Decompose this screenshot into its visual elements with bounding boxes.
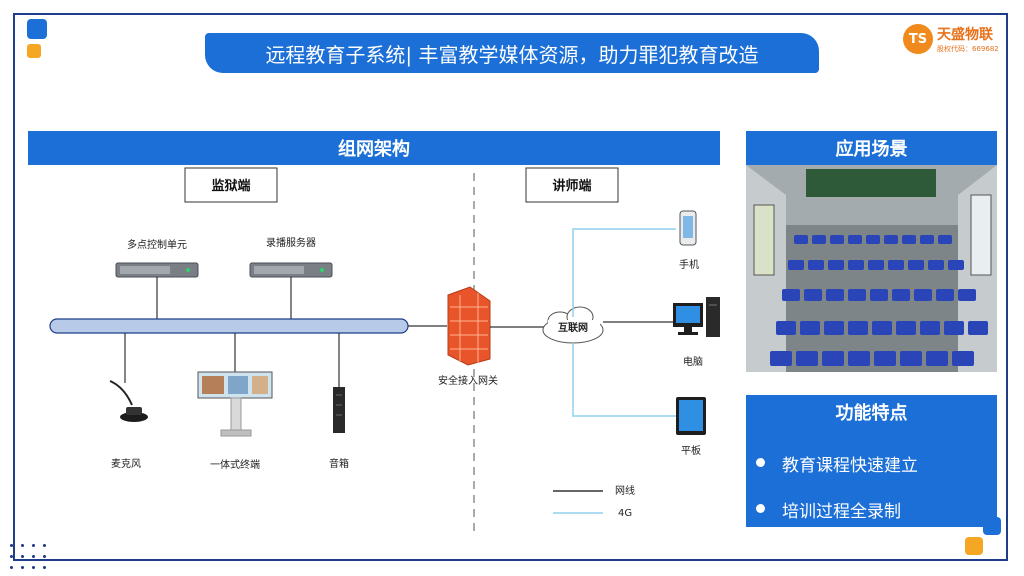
feature-item: 教育课程快速建立: [782, 456, 918, 476]
recorder-server-icon: [249, 262, 333, 278]
corner-decoration: [965, 537, 983, 555]
slide-frame: [13, 13, 1008, 561]
mcu-server-icon: [115, 262, 199, 278]
section-header-features: 功能特点: [746, 395, 997, 429]
features-list: 教育课程快速建立 培训过程全录制: [746, 428, 997, 527]
microphone-label: 麦克风: [111, 458, 141, 470]
network-diagram: 监狱端 讲师端 多点控制单元 录播服务器 麦克风 一体式终端: [49, 167, 720, 537]
classroom-photo: [746, 165, 997, 372]
phone-icon: [679, 210, 697, 246]
dot-pattern-decoration: [6, 540, 52, 574]
tablet-icon: [676, 397, 706, 435]
logo-mark-icon: TS: [903, 24, 933, 54]
section-header-network: 组网架构: [28, 131, 720, 165]
page-title: 远程教育子系统| 丰富教学媒体资源，助力罪犯教育改造: [205, 33, 819, 73]
legend-wired-label: 网线: [615, 484, 635, 497]
network-backbone: [49, 318, 409, 334]
prison-side-label: 监狱端: [211, 178, 250, 194]
lecturer-side-box: [525, 167, 619, 203]
bullet-icon: [756, 458, 765, 467]
microphone-icon: [109, 380, 148, 422]
tablet-label: 平板: [681, 444, 701, 457]
logo-name: 天盛物联: [937, 27, 993, 43]
lecturer-side-label: 讲师端: [552, 178, 591, 194]
corner-decoration: [27, 44, 41, 58]
gateway-label: 安全接入网关: [438, 374, 498, 387]
bullet-icon: [756, 504, 765, 513]
speaker-icon: [333, 387, 345, 433]
corner-decoration: [27, 19, 47, 39]
prison-side-box: [184, 167, 278, 203]
company-logo: TS 天盛物联 股权代码：669682: [903, 20, 1015, 60]
terminal-icon: [197, 371, 273, 437]
computer-icon: [673, 297, 720, 337]
feature-item: 培训过程全录制: [782, 502, 901, 522]
terminal-label: 一体式终端: [210, 458, 260, 471]
logo-stock-code: 股权代码：669682: [937, 45, 999, 53]
computer-label: 电脑: [683, 355, 703, 368]
speaker-label: 音箱: [329, 457, 349, 470]
section-header-scenario: 应用场景: [746, 131, 997, 165]
recorder-label: 录播服务器: [266, 236, 316, 249]
mcu-label: 多点控制单元: [127, 238, 187, 251]
internet-label: 互联网: [558, 321, 588, 334]
phone-label: 手机: [679, 258, 699, 271]
legend-4g-label: 4G: [618, 508, 632, 519]
firewall-icon: [447, 286, 491, 366]
